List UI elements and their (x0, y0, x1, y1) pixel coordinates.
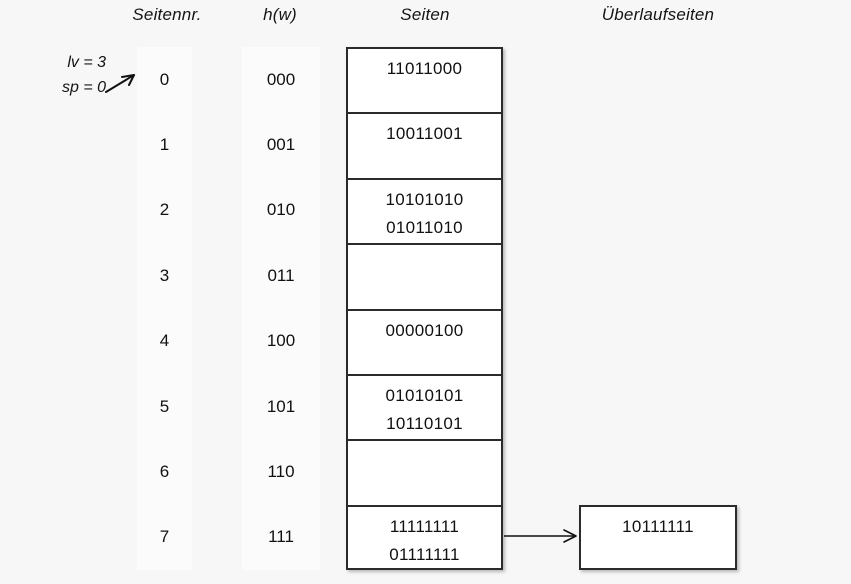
page-row: 10101010 01011010 (348, 180, 501, 246)
page-row (348, 441, 501, 507)
seitennr-cell: 0 (159, 69, 170, 89)
hw-column-band (242, 47, 320, 570)
arrow-up-right-icon (105, 74, 135, 93)
hw-cell: 111 (268, 527, 294, 547)
overflow-page-entry: 10111111 (622, 517, 694, 536)
column-header-seitennr: Seitennr. (132, 5, 202, 24)
column-header-ueberlaufseiten: Überlaufseiten (601, 5, 715, 24)
column-header-hw: h(w) (263, 5, 297, 24)
page-row (348, 245, 501, 311)
annotation-sp: sp = 0 (61, 79, 106, 96)
hw-cell: 000 (266, 69, 296, 89)
seitennr-cell: 2 (159, 200, 170, 220)
seitennr-cell: 5 (159, 396, 170, 416)
page-entry: 11011000 (386, 59, 463, 78)
page-entry: 10110101 (386, 413, 463, 433)
page-row: 01010101 10110101 (348, 376, 501, 442)
annotation-lv: lv = 3 (67, 54, 106, 71)
seitennr-cell: 1 (159, 135, 170, 155)
page-row: 10011001 (348, 114, 501, 180)
pages-table: 11011000 10011001 10101010 01011010 00000100… (346, 47, 503, 570)
overflow-page-box: 10111111 (579, 505, 737, 570)
page-row: 11111111 01111111 (348, 507, 501, 572)
page-entry: 01011010 (386, 217, 463, 237)
page-entry: 10101010 (385, 189, 464, 209)
hw-cell: 011 (267, 265, 295, 285)
hw-cell: 001 (266, 135, 296, 155)
page-row: 00000100 (348, 311, 501, 376)
page-entry: 01111111 (389, 544, 460, 564)
column-header-seiten: Seiten (400, 5, 450, 24)
hw-cell: 101 (266, 396, 296, 416)
page-entry: 10011001 (386, 124, 463, 144)
page-entry: 11111111 (389, 516, 460, 536)
seitennr-cell: 4 (159, 331, 170, 351)
arrow-right-icon (504, 529, 577, 543)
seitennr-cell: 7 (159, 527, 170, 547)
seitennr-cell: 6 (159, 461, 170, 481)
hw-cell: 010 (266, 200, 296, 220)
page-entry: 01010101 (385, 385, 464, 405)
hw-cell: 110 (267, 461, 295, 481)
hw-cell: 100 (266, 331, 296, 351)
seitennr-column-band (137, 47, 192, 570)
seitennr-cell: 3 (159, 265, 170, 285)
page-row: 11011000 (348, 49, 501, 115)
page-entry: 00000100 (385, 320, 464, 340)
